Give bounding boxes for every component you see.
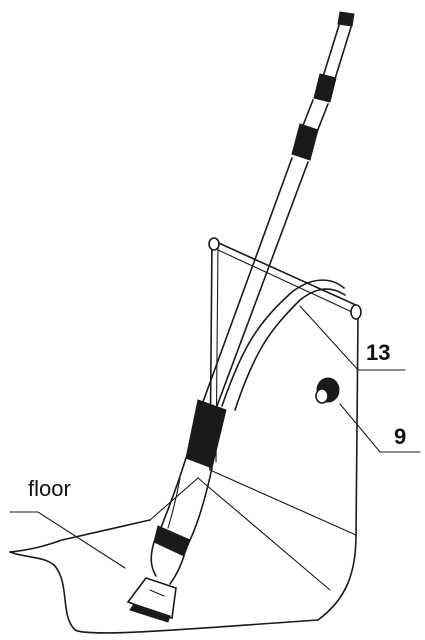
rail-end-cap (208, 237, 362, 320)
part-9-label: 9 (394, 424, 406, 449)
floor-label: floor (28, 476, 71, 501)
wall-fitting (315, 377, 340, 404)
vacuum-body (150, 399, 227, 585)
leader-lines (9, 305, 421, 569)
telescopic-pole (199, 11, 355, 415)
pool-wall (197, 239, 359, 621)
hose (221, 279, 346, 411)
pool-floor (9, 477, 319, 634)
vacuum-head (126, 577, 177, 623)
part-13-label: 13 (366, 340, 390, 365)
